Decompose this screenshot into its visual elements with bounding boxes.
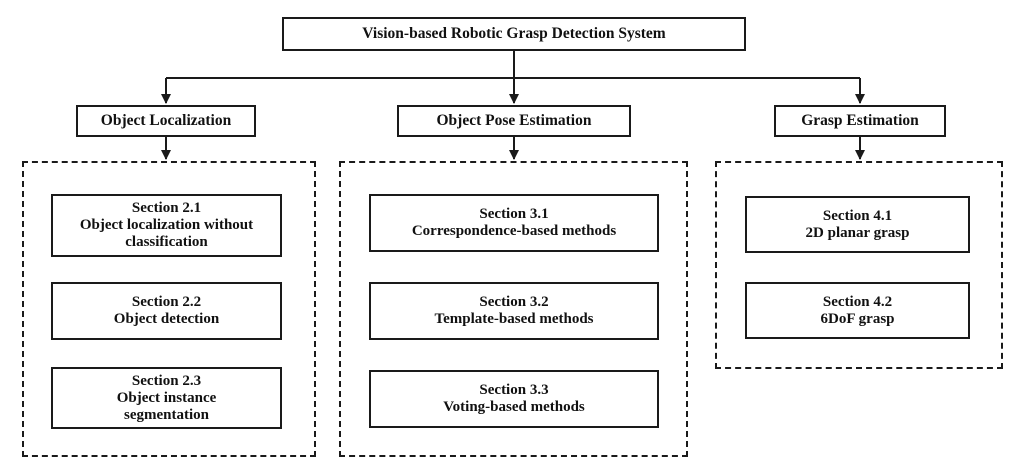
section-node: Section 4.2 6DoF grasp xyxy=(745,282,970,339)
section-node: Section 3.2 Template-based methods xyxy=(369,282,659,340)
root-title: Vision-based Robotic Grasp Detection Sys… xyxy=(362,25,666,42)
section-title-line: 2D planar grasp xyxy=(805,224,910,241)
section-node: Section 2.1 Object localization without … xyxy=(51,194,282,257)
category-label: Object Pose Estimation xyxy=(436,112,592,129)
section-title-line: Object detection xyxy=(113,311,220,327)
section-title-line: Template-based methods xyxy=(434,311,594,327)
group-grasp-estimation xyxy=(715,161,1003,369)
section-node: Section 2.3 Object instance segmentation xyxy=(51,367,282,429)
section-number: Section 2.3 xyxy=(131,372,202,389)
section-number: Section 4.1 xyxy=(822,207,893,224)
group-object-localization xyxy=(22,161,316,457)
section-number: Section 3.3 xyxy=(479,382,549,398)
section-node: Section 3.3 Voting-based methods xyxy=(369,370,659,428)
section-title-line: classification xyxy=(125,234,208,250)
group-object-pose-estimation xyxy=(339,161,688,457)
section-title-line: Correspondence-based methods xyxy=(411,223,617,239)
section-number: Section 3.1 xyxy=(479,206,549,222)
section-title-line: Object instance xyxy=(116,389,217,406)
section-title-line: Object localization without xyxy=(79,217,254,233)
category-object-localization: Object Localization xyxy=(76,105,256,137)
section-node: Section 3.1 Correspondence-based methods xyxy=(369,194,659,252)
section-number: Section 2.1 xyxy=(131,200,202,216)
section-number: Section 3.2 xyxy=(479,294,549,310)
section-title-line: segmentation xyxy=(124,406,209,423)
section-number: Section 2.2 xyxy=(131,294,202,310)
category-object-pose-estimation: Object Pose Estimation xyxy=(397,105,631,137)
section-number: Section 4.2 xyxy=(822,293,893,310)
category-label: Grasp Estimation xyxy=(801,112,919,129)
category-grasp-estimation: Grasp Estimation xyxy=(774,105,946,137)
section-title-line: 6DoF grasp xyxy=(820,310,895,327)
section-title-line: Voting-based methods xyxy=(443,399,585,415)
root-node: Vision-based Robotic Grasp Detection Sys… xyxy=(282,17,746,51)
section-node: Section 2.2 Object detection xyxy=(51,282,282,340)
category-label: Object Localization xyxy=(100,112,232,129)
section-node: Section 4.1 2D planar grasp xyxy=(745,196,970,253)
